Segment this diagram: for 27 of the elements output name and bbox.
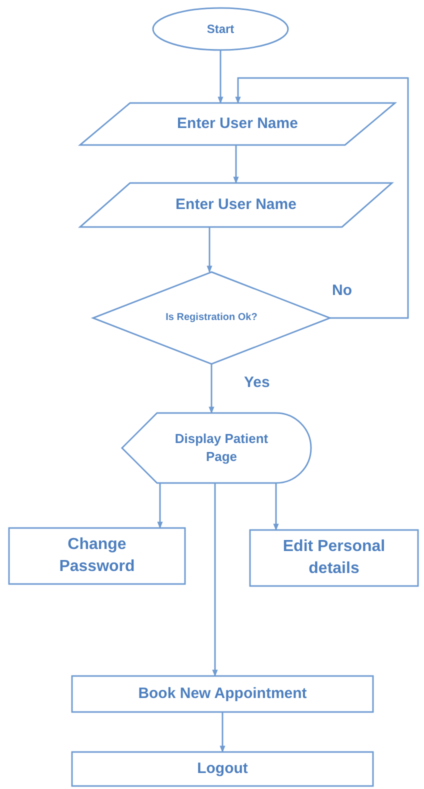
process-box bbox=[72, 752, 373, 786]
arrow bbox=[157, 482, 163, 529]
arrow bbox=[208, 364, 214, 414]
arrow bbox=[212, 483, 218, 677]
process-box bbox=[250, 530, 418, 586]
display-shape bbox=[122, 413, 311, 483]
arrow bbox=[235, 77, 409, 319]
decision-diamond bbox=[93, 272, 330, 364]
process-box bbox=[72, 676, 373, 712]
input-parallelogram bbox=[80, 103, 395, 145]
node-label: Change Password bbox=[58, 535, 136, 577]
arrow bbox=[220, 712, 226, 753]
node-label: Is Registration Ok? bbox=[166, 311, 258, 325]
node-label: Display Patient Page bbox=[174, 430, 270, 466]
arrow bbox=[233, 145, 239, 184]
node-label: Enter User Name bbox=[176, 194, 296, 215]
arrow bbox=[273, 482, 279, 531]
process-box bbox=[9, 528, 185, 584]
node-label: Enter User Name bbox=[177, 114, 298, 134]
arrow bbox=[218, 50, 224, 104]
terminal-ellipse bbox=[153, 8, 288, 50]
node-label: Edit Personal details bbox=[282, 537, 386, 579]
node-label: Logout bbox=[197, 758, 248, 779]
input-parallelogram bbox=[80, 183, 392, 227]
arrow bbox=[206, 227, 212, 273]
node-label: Start bbox=[206, 20, 234, 38]
node-label: Book New Appointment bbox=[138, 684, 307, 704]
